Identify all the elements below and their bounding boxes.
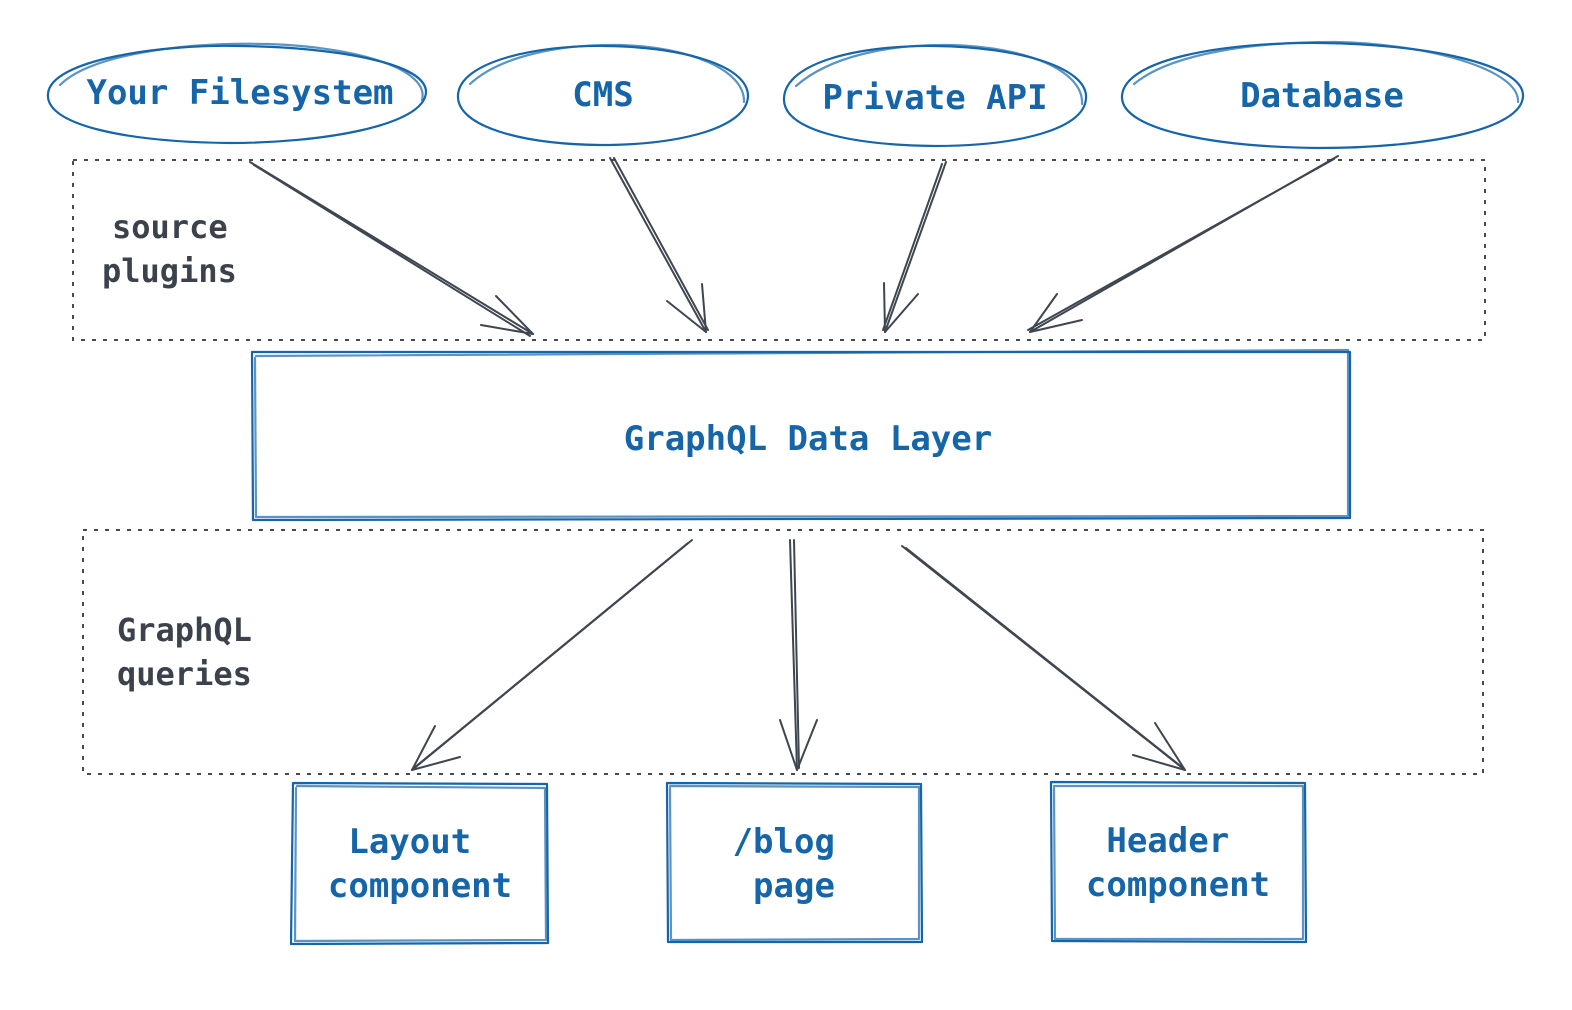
consumer-node-layout: Layout component <box>289 781 550 946</box>
consumer-box-layout-stroke2 <box>293 784 548 943</box>
source-ellipse-database <box>1120 41 1525 150</box>
source-node-filesystem: Your Filesystem <box>46 42 428 145</box>
consumer-label-layout-line-1: Layout <box>348 822 471 862</box>
source-ellipse-private-api-stroke2 <box>794 43 1084 106</box>
graphql-queries-label: GraphQL queries <box>117 611 271 693</box>
consumer-box-blog-stroke2 <box>668 784 921 942</box>
consumer-box-header <box>1049 780 1308 944</box>
arrow-data-layer-to-header <box>901 545 1186 771</box>
arrow-data-layer-to-blog <box>779 539 818 771</box>
consumer-label-blog-line-2: page <box>753 866 835 906</box>
source-label-cms: CMS <box>572 75 633 115</box>
graphql-data-layer-label: GraphQL Data Layer <box>624 419 992 459</box>
source-ellipse-filesystem-stroke2 <box>58 42 424 102</box>
consumer-label-header-line-1: Header <box>1106 821 1229 861</box>
source-node-cms: CMS <box>456 43 750 147</box>
arrow-private-api-to-data-layer <box>882 161 947 333</box>
graphql-data-layer-box-stroke2 <box>253 348 1350 519</box>
consumer-label-blog-line-1: /blog <box>733 822 835 862</box>
source-node-private-api: Private API <box>782 43 1088 148</box>
consumer-node-header: Header component <box>1049 780 1308 944</box>
source-plugins-label: source plugins <box>102 208 247 290</box>
graphql-queries-label-line-2: queries <box>117 655 252 693</box>
arrow-data-layer-to-layout <box>411 539 693 771</box>
graphql-data-layer-node: GraphQL Data Layer <box>250 348 1352 522</box>
source-ellipse-cms <box>456 44 750 147</box>
consumer-box-blog <box>665 781 924 944</box>
consumer-label-layout-line-2: component <box>328 866 512 906</box>
consumer-label-header: Header component <box>1086 821 1270 905</box>
source-label-database: Database <box>1240 76 1404 116</box>
graphql-queries-group <box>82 529 1484 775</box>
arrow-database-to-data-layer <box>1027 155 1339 333</box>
graphql-queries-label-line-1: GraphQL <box>117 611 252 649</box>
source-node-database: Database <box>1120 40 1525 150</box>
consumer-node-blog: /blog page <box>665 781 924 944</box>
source-plugins-group <box>72 159 1486 341</box>
source-label-filesystem: Your Filesystem <box>86 73 393 113</box>
source-ellipse-cms-stroke2 <box>468 43 746 104</box>
consumer-label-header-line-2: component <box>1086 865 1270 905</box>
arrow-filesystem-to-data-layer <box>249 161 534 337</box>
source-ellipse-database-stroke2 <box>1132 40 1520 104</box>
source-plugins-label-line-2: plugins <box>102 252 237 290</box>
source-plugins-label-line-1: source <box>112 208 228 246</box>
source-ellipse-private-api <box>782 44 1088 148</box>
consumer-box-header-stroke2 <box>1052 784 1305 941</box>
source-label-private-api: Private API <box>822 78 1047 118</box>
consumer-box-layout <box>289 781 550 946</box>
consumer-label-layout: Layout component <box>328 822 512 906</box>
consumer-label-blog: /blog page <box>733 822 856 906</box>
arrow-cms-to-data-layer <box>609 157 709 333</box>
